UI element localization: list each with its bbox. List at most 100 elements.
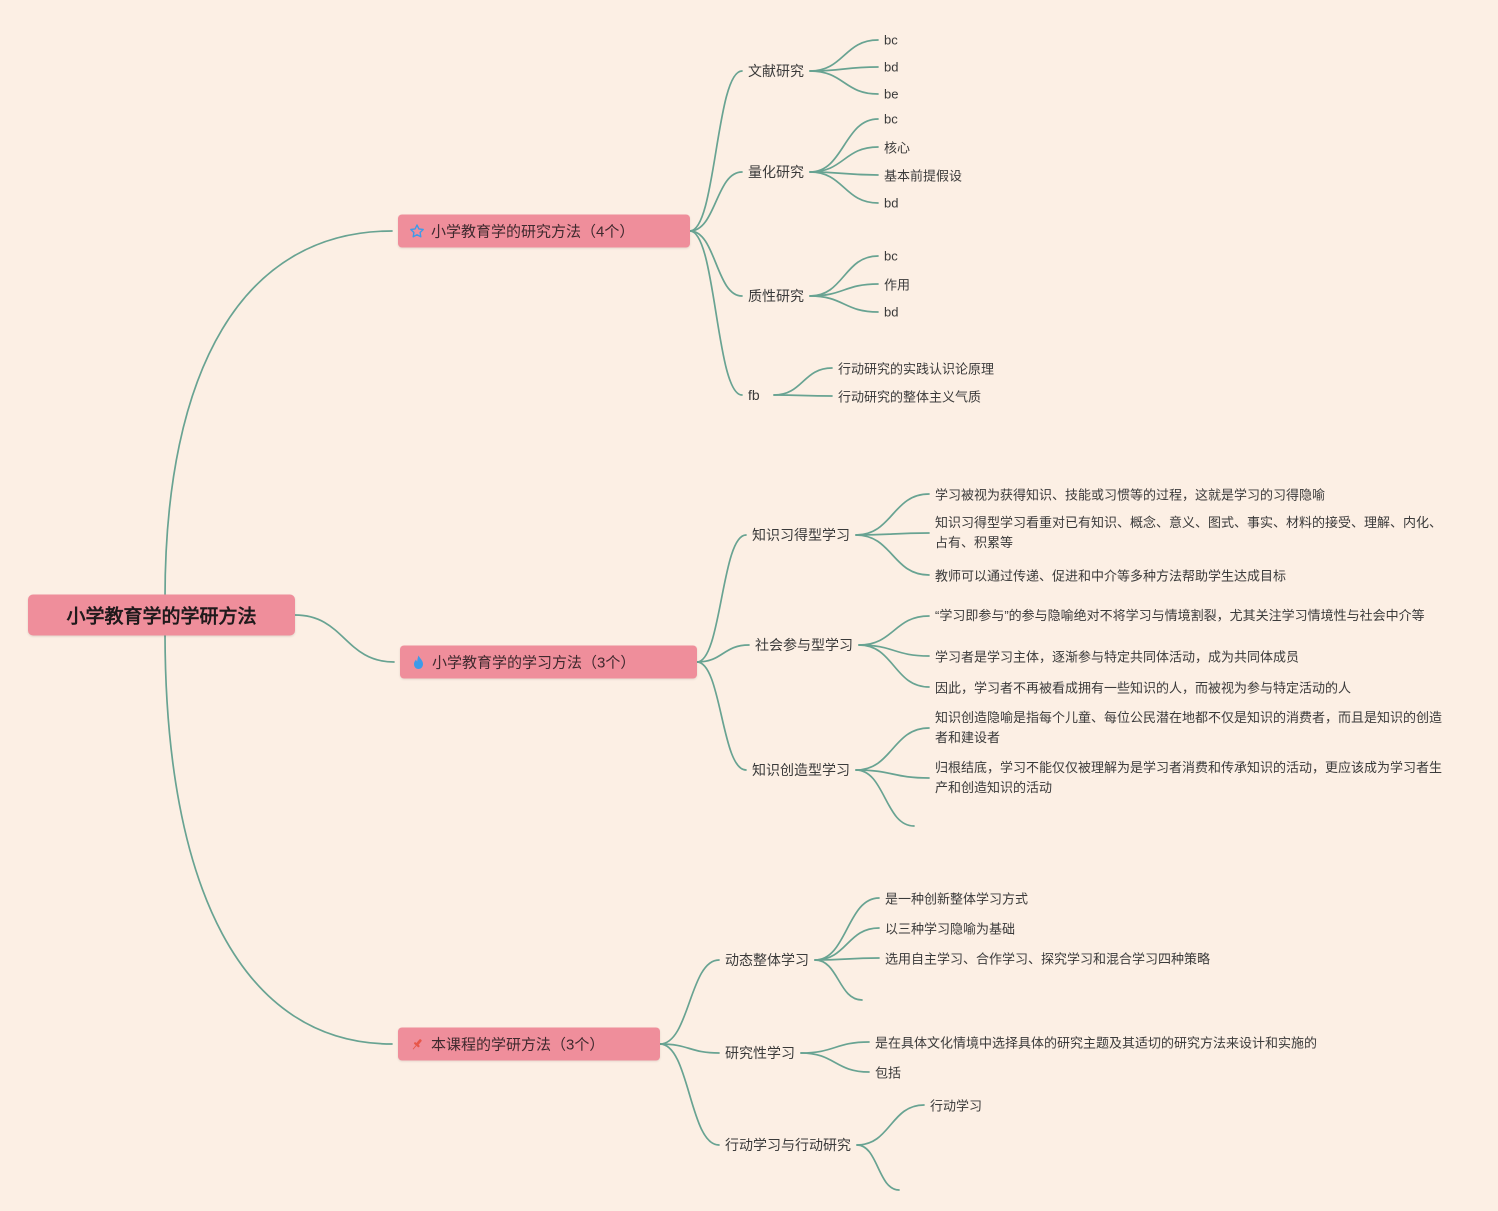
node-label: bc [884,111,898,127]
node-label: 社会参与型学习 [755,637,853,653]
node-label: 选用自主学习、合作学习、探究学习和混合学习四种策略 [885,951,1211,967]
leaf-node[interactable]: bc [884,33,898,48]
sub-node[interactable]: 文献研究 [748,61,804,81]
node-label: 行动研究的实践认识论原理 [838,361,995,377]
leaf-node[interactable]: 教师可以通过传递、促进和中介等多种方法帮助学生达成目标 [935,566,1286,585]
leaf-node[interactable]: bd [884,196,898,211]
node-label: 本课程的学研方法（3个） [431,1036,605,1054]
node-label: 知识习得型学习 [752,527,850,543]
leaf-node[interactable]: 行动学习 [930,1096,982,1115]
node-label: 小学教育学的学研方法 [66,606,257,628]
connector-edge [294,614,395,663]
node-label: 包括 [875,1065,902,1081]
node-label: 学习者是学习主体，逐渐参与特定共同体活动，成为共同体成员 [935,649,1300,665]
node-label: 行动学习与行动研究 [725,1137,851,1153]
node-label: 是一种创新整体学习方式 [885,891,1029,907]
connector-edge [800,1041,870,1054]
connector-edge [809,66,879,72]
leaf-node[interactable]: 基本前提假设 [884,166,962,185]
node-label: bc [884,32,898,48]
node-label: 小学教育学的研究方法（4个） [431,223,635,241]
leaf-node[interactable]: bc [884,249,898,264]
node-label: fb [748,387,760,403]
leaf-node[interactable]: 选用自主学习、合作学习、探究学习和混合学习四种策略 [885,949,1210,968]
sub-node[interactable]: 质性研究 [748,286,804,306]
connector-edge [809,118,879,173]
leaf-node[interactable]: 行动研究的整体主义气质 [838,387,981,406]
sub-node[interactable]: 行动学习与行动研究 [725,1135,851,1155]
connector-edge [809,70,879,95]
connector-edge [855,769,930,779]
pin-icon [409,1036,425,1052]
sub-node[interactable]: fb [748,387,760,403]
sub-node[interactable]: 社会参与型学习 [755,635,853,655]
connector-edge [814,927,880,961]
sub-node[interactable]: 动态整体学习 [725,950,809,970]
star-icon [409,223,425,239]
connector-edge [809,295,879,313]
connector-edge [856,1104,925,1146]
connector-edge [696,644,750,663]
connector-edge [773,367,833,396]
connector-edge [855,493,930,536]
connector-edge [814,959,863,1001]
leaf-node[interactable]: bc [884,112,898,127]
leaf-node[interactable]: 行动研究的实践认识论原理 [838,359,994,378]
sub-node[interactable]: 研究性学习 [725,1043,795,1063]
node-label: bd [884,195,899,211]
connector-edge [809,146,879,173]
connector-edge [696,661,747,771]
sub-node[interactable]: 知识创造型学习 [752,760,850,780]
node-label: 作用 [884,277,911,293]
connector-edge [814,897,880,961]
node-label: 研究性学习 [725,1045,795,1061]
branch-node[interactable]: 小学教育学的学习方法（3个） [400,645,697,679]
leaf-node[interactable]: 核心 [884,138,910,157]
leaf-node[interactable]: 是在具体文化情境中选择具体的研究主题及其适切的研究方法来设计和实施的 [875,1033,1317,1052]
node-label: 归根结底，学习不能仅仅被理解为是学习者消费和传承知识的活动，更应该成为学习者生产… [935,759,1443,795]
leaf-node[interactable]: 因此，学习者不再被看成拥有一些知识的人，而被视为参与特定活动的人 [935,678,1351,697]
leaf-node[interactable]: 以三种学习隐喻为基础 [885,919,1015,938]
leaf-node[interactable]: 包括 [875,1063,901,1082]
leaf-node[interactable]: 是一种创新整体学习方式 [885,889,1028,908]
connector-edge [689,230,743,396]
root-node[interactable]: 小学教育学的学研方法 [28,594,295,636]
connector-edge [814,957,880,961]
connector-edge [855,532,930,536]
leaf-node[interactable]: 知识创造隐喻是指每个儿童、每位公民潜在地都不仅是知识的消费者，而且是知识的创造者… [935,708,1443,748]
sub-node[interactable]: 知识习得型学习 [752,525,850,545]
node-label: 基本前提假设 [884,168,963,184]
leaf-node[interactable]: 学习者是学习主体，逐渐参与特定共同体活动，成为共同体成员 [935,647,1299,666]
leaf-node[interactable]: 作用 [884,275,910,294]
leaf-node[interactable]: “学习即参与”的参与隐喻绝对不将学习与情境割裂，尤其关注学习情境性与社会中介等 [935,606,1443,626]
branch-node[interactable]: 小学教育学的研究方法（4个） [398,214,690,248]
branch-node[interactable]: 本课程的学研方法（3个） [398,1027,660,1061]
leaf-node[interactable]: 学习被视为获得知识、技能或习惯等的过程，这就是学习的习得隐喻 [935,485,1325,504]
node-label: 因此，学习者不再被看成拥有一些知识的人，而被视为参与特定活动的人 [935,680,1352,696]
node-label: 行动研究的整体主义气质 [838,389,982,405]
leaf-node[interactable]: bd [884,305,898,320]
connector-edge [659,1043,720,1054]
sub-node[interactable]: 量化研究 [748,162,804,182]
node-label: “学习即参与”的参与隐喻绝对不将学习与情境割裂，尤其关注学习情境性与社会中介等 [935,607,1425,623]
connector-edge [809,171,879,204]
node-label: 以三种学习隐喻为基础 [885,921,1016,937]
connector-edge [689,230,743,297]
node-label: 核心 [884,140,911,156]
leaf-node[interactable]: be [884,87,898,102]
node-label: bd [884,304,899,320]
connector-edge [855,769,915,827]
leaf-node[interactable]: 知识习得型学习看重对已有知识、概念、意义、图式、事实、材料的接受、理解、内化、占… [935,513,1443,553]
node-label: 知识创造隐喻是指每个儿童、每位公民潜在地都不仅是知识的消费者，而且是知识的创造者… [935,709,1443,745]
leaf-node[interactable]: 归根结底，学习不能仅仅被理解为是学习者消费和传承知识的活动，更应该成为学习者生产… [935,758,1443,798]
node-label: 知识习得型学习看重对已有知识、概念、意义、图式、事实、材料的接受、理解、内化、占… [935,514,1443,550]
leaf-node[interactable]: bd [884,60,898,75]
connector-edge [858,615,930,646]
node-label: 动态整体学习 [725,952,809,968]
connector-edge [855,727,930,771]
node-label: 量化研究 [748,164,804,180]
connector-edge [164,230,393,599]
connector-edge [689,171,743,232]
